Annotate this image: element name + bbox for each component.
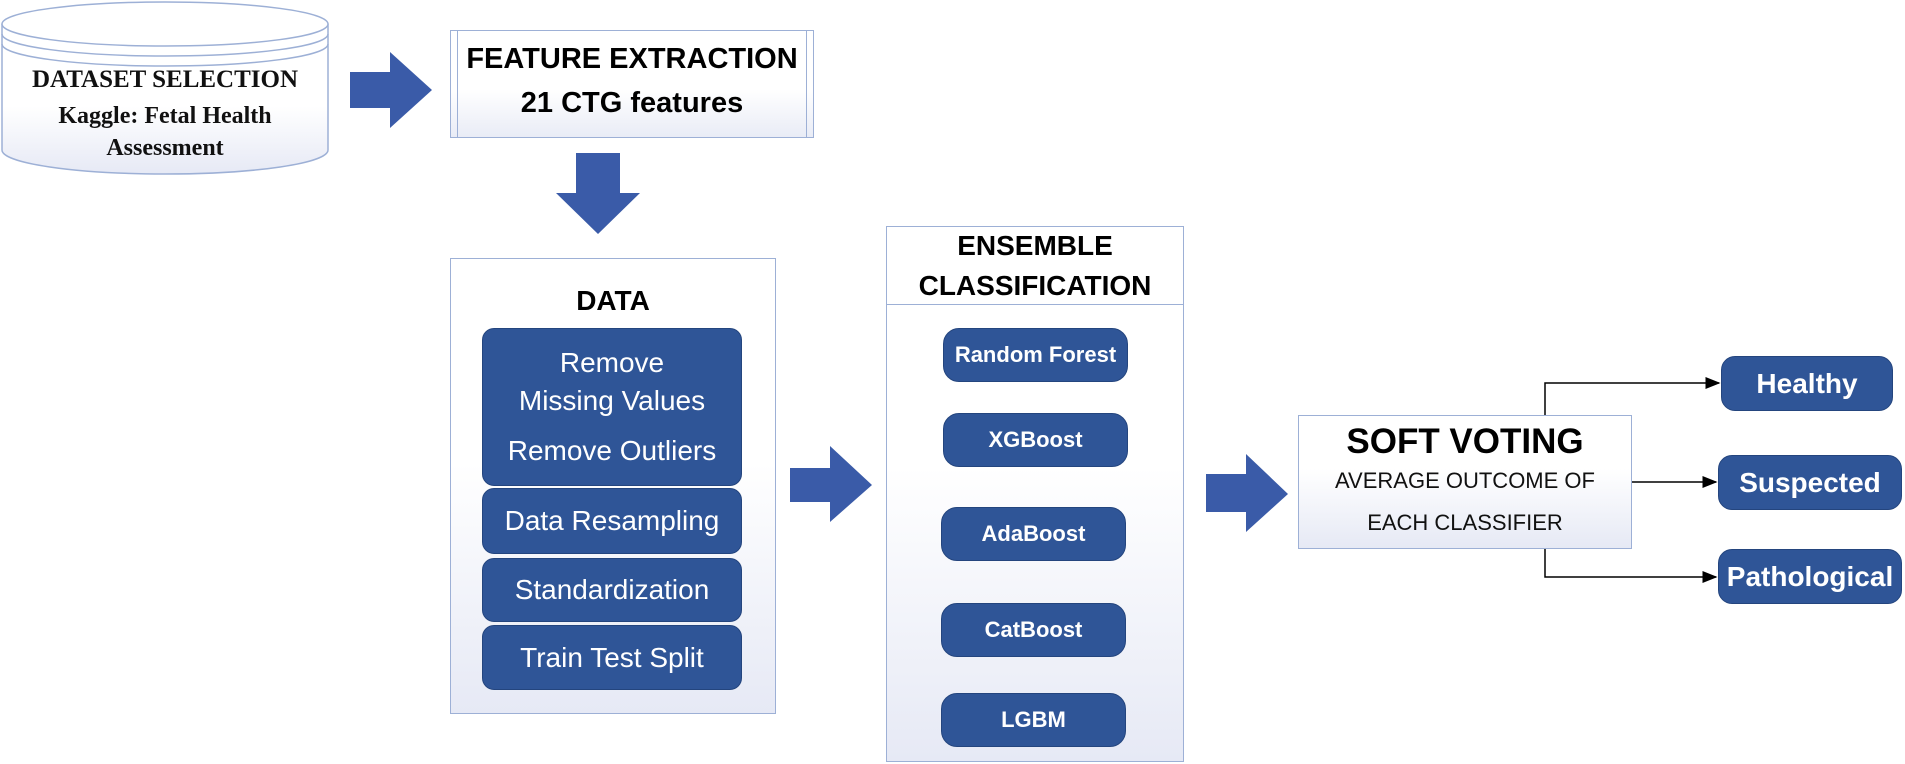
feature-extraction-node: FEATURE EXTRACTION 21 CTG features: [450, 30, 814, 138]
database-cylinder-icon: [1, 1, 329, 175]
step-remove-outliers: Remove Outliers: [507, 435, 717, 466]
output-pathological: Pathological: [1718, 549, 1902, 604]
ensemble-classification-title: ENSEMBLE CLASSIFICATION: [887, 227, 1183, 305]
soft-voting-title: SOFT VOTING: [1346, 422, 1584, 461]
output-suspected: Suspected: [1718, 455, 1902, 510]
arrow-right-icon: [350, 52, 432, 128]
dataset-title: DATASET SELECTION: [31, 66, 299, 93]
output-healthy: Healthy: [1721, 356, 1893, 411]
step-standardization: Standardization: [482, 558, 742, 622]
connector-pathological: [1544, 549, 1718, 583]
feature-extraction-subtitle: 21 CTG features: [520, 87, 744, 119]
soft-voting-line-2: EACH CLASSIFIER: [1367, 510, 1563, 535]
step-train-test-split: Train Test Split: [482, 625, 742, 690]
feature-extraction-title: FEATURE EXTRACTION: [466, 43, 798, 75]
arrow-right-icon: [1206, 454, 1288, 532]
arrow-down-icon: [556, 153, 640, 234]
classifier-catboost: CatBoost: [941, 603, 1126, 657]
ensemble-classification-panel: ENSEMBLE CLASSIFICATION: [886, 226, 1184, 762]
step-remove-missing-values: Remove Missing Values: [518, 347, 706, 416]
soft-voting-node: SOFT VOTING AVERAGE OUTCOME OF EACH CLAS…: [1298, 415, 1632, 549]
dataset-selection-node: DATASET SELECTION Kaggle: Fetal Health A…: [0, 0, 330, 175]
classifier-lgbm: LGBM: [941, 693, 1126, 747]
classifier-adaboost: AdaBoost: [941, 507, 1126, 561]
step-data-resampling: Data Resampling: [482, 488, 742, 554]
connector-healthy: [1544, 377, 1721, 415]
classifier-random-forest: Random Forest: [943, 328, 1128, 382]
dataset-subtitle: Kaggle: Fetal Health Assessment: [58, 103, 272, 161]
soft-voting-line-1: AVERAGE OUTCOME OF: [1335, 468, 1595, 493]
preprocessing-step-cleaning: Remove Missing Values Remove Outliers: [482, 328, 742, 486]
arrow-right-icon: [790, 446, 872, 522]
classifier-xgboost: XGBoost: [943, 413, 1128, 467]
